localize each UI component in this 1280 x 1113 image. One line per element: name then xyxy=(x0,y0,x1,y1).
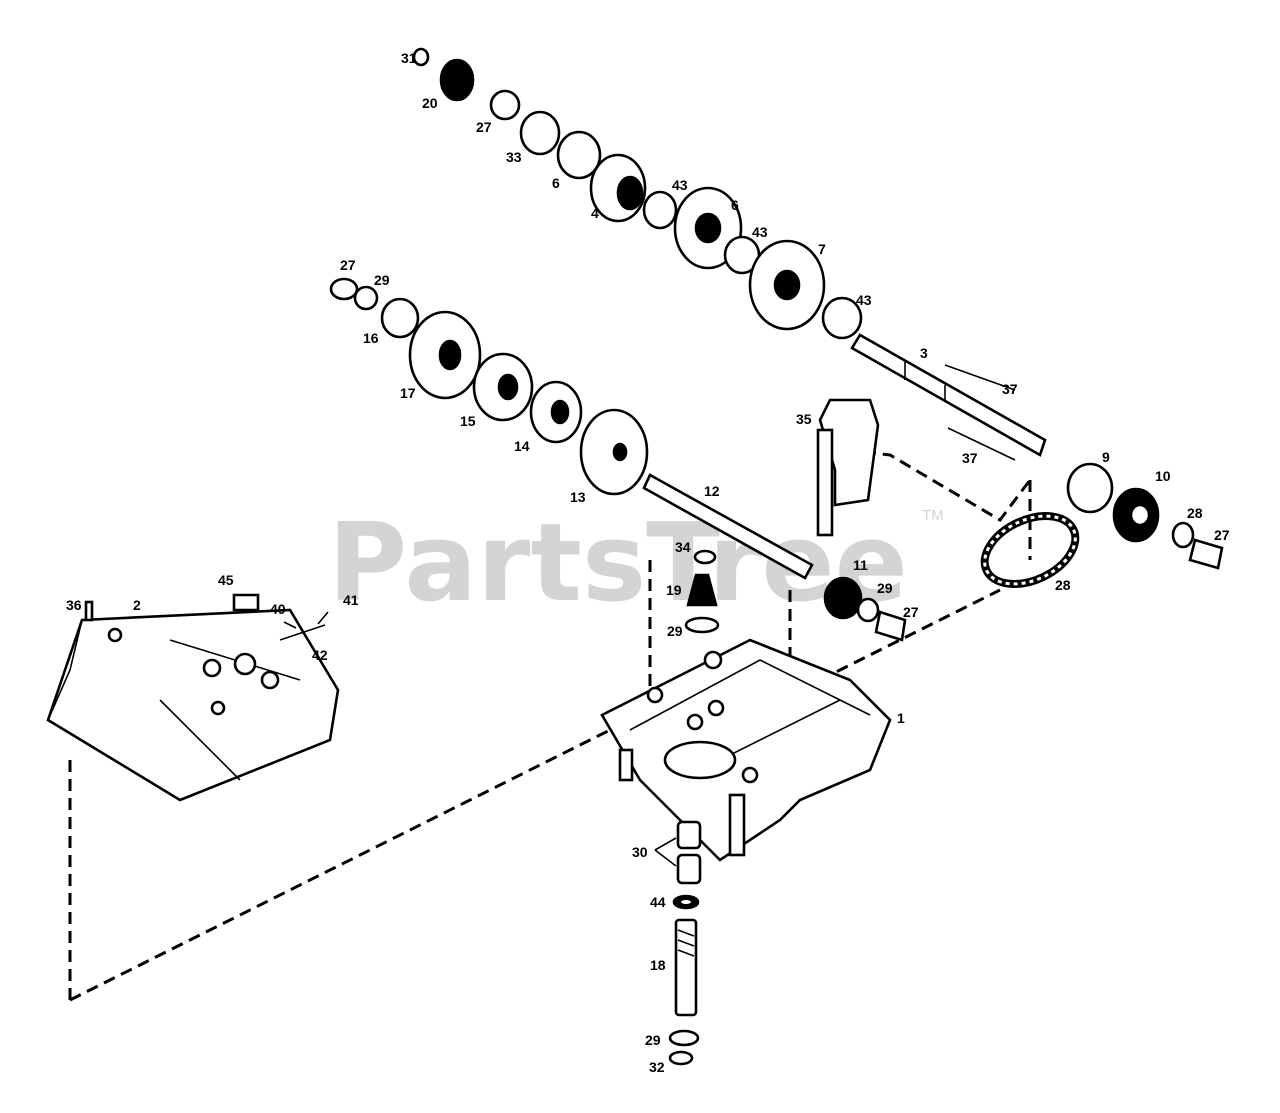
part-label-27: 27 xyxy=(1214,527,1230,543)
part-label-7: 7 xyxy=(818,241,826,257)
part-label-30: 30 xyxy=(632,844,648,860)
housing-base xyxy=(600,638,892,862)
part-label-6: 6 xyxy=(731,197,739,213)
part-label-9: 9 xyxy=(1102,449,1110,465)
part-label-4: 4 xyxy=(591,205,599,221)
part-label-11: 11 xyxy=(853,557,868,573)
part-label-45: 45 xyxy=(218,572,234,588)
part-label-28: 28 xyxy=(1055,577,1071,593)
part-label-20: 20 xyxy=(422,95,438,111)
part-label-28: 28 xyxy=(1187,505,1203,521)
lower-shaft-assembly xyxy=(329,277,814,580)
part-label-12: 12 xyxy=(704,483,720,499)
part-label-31: 31 xyxy=(401,50,417,66)
part-label-44: 44 xyxy=(650,894,666,910)
part-label-19: 19 xyxy=(666,582,682,598)
part-label-40: 40 xyxy=(270,601,286,617)
upper-shaft-assembly xyxy=(412,47,1047,461)
part-label-34: 34 xyxy=(675,539,691,555)
part-label-29: 29 xyxy=(645,1032,661,1048)
part-label-17: 17 xyxy=(400,385,416,401)
part-label-3: 3 xyxy=(920,345,928,361)
part-label-36: 36 xyxy=(66,597,82,613)
part-label-13: 13 xyxy=(570,489,586,505)
part-labels: 31 20 27 33 6 4 43 6 43 7 43 27 29 16 17… xyxy=(66,50,1230,1075)
right-assembly xyxy=(816,398,1224,642)
center-small-parts xyxy=(684,549,720,634)
part-label-15: 15 xyxy=(460,413,476,429)
part-label-43: 43 xyxy=(672,177,688,193)
output-shaft-stack xyxy=(668,820,702,1066)
part-label-10: 10 xyxy=(1155,468,1171,484)
part-label-33: 33 xyxy=(506,149,522,165)
part-label-27: 27 xyxy=(903,604,919,620)
part-label-27: 27 xyxy=(476,119,492,135)
part-label-43: 43 xyxy=(856,292,872,308)
part-label-42: 42 xyxy=(312,647,328,663)
part-label-35: 35 xyxy=(796,411,812,427)
part-label-27: 27 xyxy=(340,257,356,273)
part-label-2: 2 xyxy=(133,597,141,613)
part-label-6: 6 xyxy=(552,175,560,191)
part-label-1: 1 xyxy=(897,710,905,726)
housing-cover xyxy=(46,593,340,802)
part-label-29: 29 xyxy=(374,272,390,288)
part-label-18: 18 xyxy=(650,957,666,973)
part-label-37: 37 xyxy=(962,450,978,466)
part-label-29: 29 xyxy=(877,580,893,596)
part-label-29: 29 xyxy=(667,623,683,639)
leader-lines xyxy=(283,611,677,867)
watermark-trademark: TM xyxy=(922,507,944,524)
part-label-32: 32 xyxy=(649,1059,665,1075)
part-label-16: 16 xyxy=(363,330,379,346)
part-label-41: 41 xyxy=(343,592,359,608)
part-label-37: 37 xyxy=(1002,381,1018,397)
part-label-14: 14 xyxy=(514,438,530,454)
part-label-43: 43 xyxy=(752,224,768,240)
